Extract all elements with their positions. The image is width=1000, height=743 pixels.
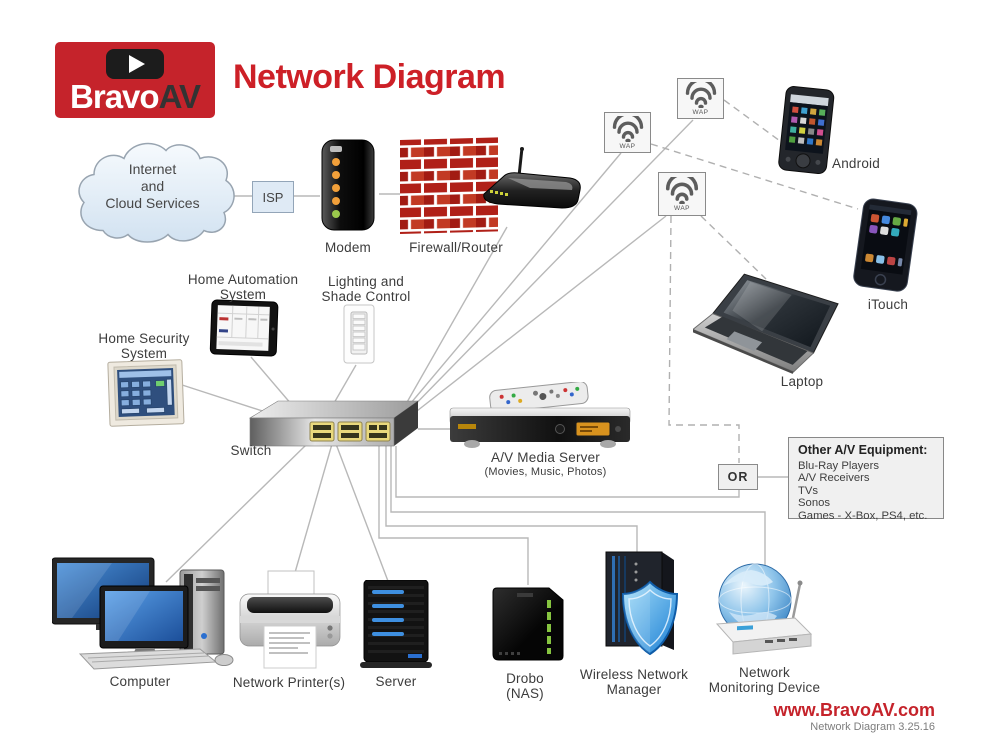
other-av-item: A/V Receivers (798, 472, 870, 485)
wap-label: WAP (692, 108, 709, 116)
other-av-title: Other A/V Equipment: (798, 443, 928, 457)
laptop-label: Laptop (780, 374, 824, 389)
laptop-device (692, 272, 841, 379)
cloud-label: Internet and Cloud Services (105, 161, 200, 211)
network-monitoring-device (703, 560, 819, 667)
wap-3: WAP (658, 172, 706, 216)
wap-1: WAP (604, 112, 651, 153)
wap-2: WAP (677, 78, 724, 119)
android-phone-icon (778, 86, 835, 174)
internet-cloud: Internet and Cloud Services (70, 135, 235, 250)
cloud-icon (78, 142, 235, 243)
wireless-network-manager-label: Wireless Network Manager (579, 667, 689, 697)
router-icon (483, 147, 581, 209)
play-icon (106, 49, 164, 79)
website-url: www.BravoAV.com (773, 700, 935, 720)
network-monitoring-label: Network Monitoring Device (708, 665, 821, 695)
home-security-panel (107, 359, 185, 433)
router-device (478, 146, 586, 231)
home-automation-label: Home Automation System (187, 272, 299, 302)
laptop-icon (692, 273, 839, 374)
other-av-item: TVs (798, 484, 819, 497)
isp-box: ISP (252, 181, 294, 213)
lighting-keypad (343, 304, 375, 369)
modem-icon (321, 139, 375, 231)
computer-label: Computer (109, 674, 171, 689)
wifi-icon (612, 115, 643, 142)
computer-icon (51, 557, 234, 670)
network-switch (248, 398, 420, 455)
page-title: Network Diagram (233, 58, 506, 96)
android-label: Android (832, 156, 880, 171)
firewall-icon (400, 137, 498, 234)
home-security-label: Home Security System (98, 331, 190, 361)
bravoav-logo: BravoAV (55, 42, 215, 118)
other-av-item: Games - X-Box, PS4, etc. (798, 509, 928, 522)
switch-label: Switch (230, 443, 272, 458)
printer-device (238, 570, 344, 677)
android-device (775, 85, 836, 181)
wap-label: WAP (673, 204, 691, 212)
server-label: Server (375, 674, 417, 689)
drobo-label: Drobo (NAS) (506, 671, 544, 701)
printer-label: Network Printer(s) (232, 675, 346, 690)
firewall-label: Firewall/Router (409, 240, 503, 255)
server-device (350, 579, 442, 675)
wireless-network-manager-device (590, 550, 686, 669)
computer-device (51, 556, 237, 675)
keypad-icon (343, 304, 375, 364)
itouch-device (850, 196, 921, 298)
switch-icon (248, 400, 419, 447)
diagram-version: Network Diagram 3.25.16 (810, 721, 935, 733)
drobo-device (487, 586, 571, 671)
other-av-item: Sonos (798, 497, 831, 510)
wap-label: WAP (619, 142, 636, 150)
modem-device (316, 138, 380, 239)
av-media-server (448, 381, 633, 459)
printer-icon (239, 570, 341, 669)
wifi-icon (685, 81, 716, 108)
firewall-wall (398, 136, 502, 243)
other-av-item: Blu-Ray Players (798, 460, 879, 472)
security-panel-icon (107, 359, 185, 427)
home-automation-tablet (209, 299, 279, 362)
server-icon (360, 579, 432, 668)
media-server-label: A/V Media Server (491, 450, 600, 465)
other-av-equipment-box: Other A/V Equipment: Blu-Ray Players A/V… (788, 437, 944, 522)
wifi-icon (665, 176, 699, 204)
shield-server-icon (605, 551, 679, 656)
logo-wordmark: BravoAV (70, 78, 201, 115)
globe-router-icon (715, 563, 813, 655)
itouch-label: iTouch (867, 297, 909, 312)
or-box: OR (718, 464, 758, 490)
modem-label: Modem (324, 240, 371, 255)
media-server-icon (449, 381, 631, 448)
lighting-label: Lighting and Shade Control (321, 274, 411, 304)
itouch-icon (853, 198, 918, 292)
drobo-icon (492, 587, 564, 661)
tablet-icon (209, 299, 279, 357)
media-server-sublabel: (Movies, Music, Photos) (484, 466, 607, 478)
